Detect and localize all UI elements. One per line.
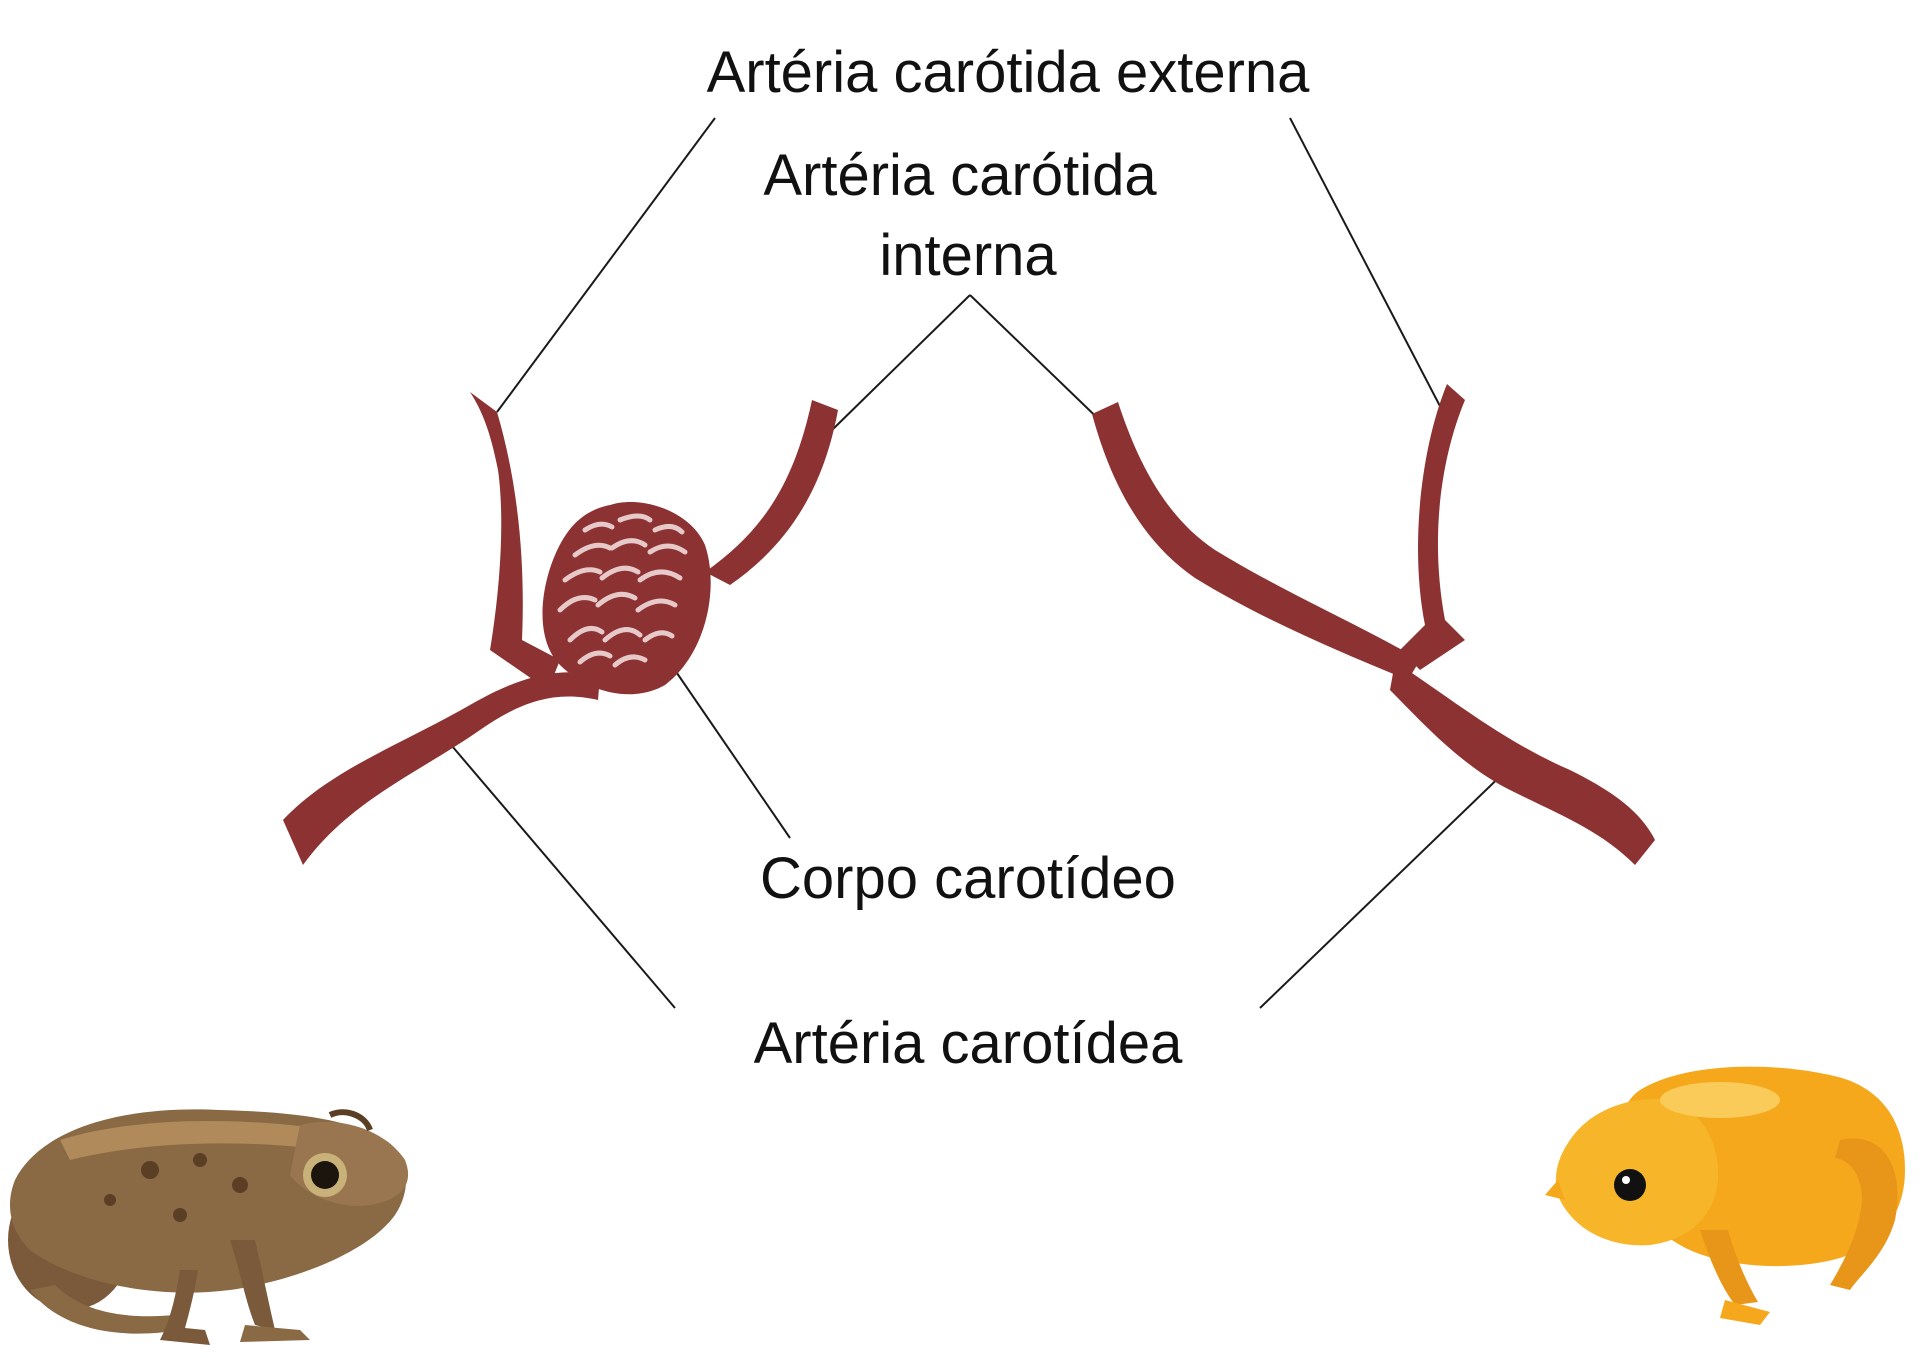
carotid-body-texture bbox=[557, 513, 688, 668]
leader-lines bbox=[451, 117, 1516, 1009]
leader-external-left bbox=[496, 117, 716, 413]
brown-frog-illustration bbox=[8, 1109, 409, 1345]
label-internal-carotid-line2: interna bbox=[879, 223, 1057, 288]
label-carotid-artery: Artéria carotídea bbox=[754, 1011, 1184, 1076]
left-internal-carotid bbox=[705, 400, 838, 585]
orange-frog-illustration bbox=[1545, 1066, 1905, 1325]
left-external-carotid bbox=[470, 392, 560, 690]
leader-external-right bbox=[1289, 117, 1443, 411]
right-artery-tree bbox=[1092, 384, 1655, 865]
label-external-carotid: Artéria carótida externa bbox=[707, 40, 1311, 105]
right-external-carotid bbox=[1400, 384, 1465, 670]
left-artery-tree bbox=[283, 392, 838, 865]
carotid-body bbox=[542, 501, 711, 695]
right-common-carotid bbox=[1390, 662, 1655, 865]
leader-carotid-body bbox=[667, 659, 791, 839]
leader-internal-left bbox=[829, 294, 971, 433]
leader-carotid-artery-right bbox=[1259, 761, 1516, 1009]
left-common-carotid bbox=[283, 672, 600, 865]
label-carotid-body: Corpo carotídeo bbox=[760, 846, 1176, 911]
leader-carotid-artery-left bbox=[451, 745, 676, 1009]
labels: Artéria carótida externa Artéria carótid… bbox=[707, 40, 1311, 1076]
leader-internal-right bbox=[969, 294, 1113, 433]
label-internal-carotid-line1: Artéria carótida bbox=[763, 143, 1157, 208]
right-internal-carotid bbox=[1092, 402, 1420, 680]
